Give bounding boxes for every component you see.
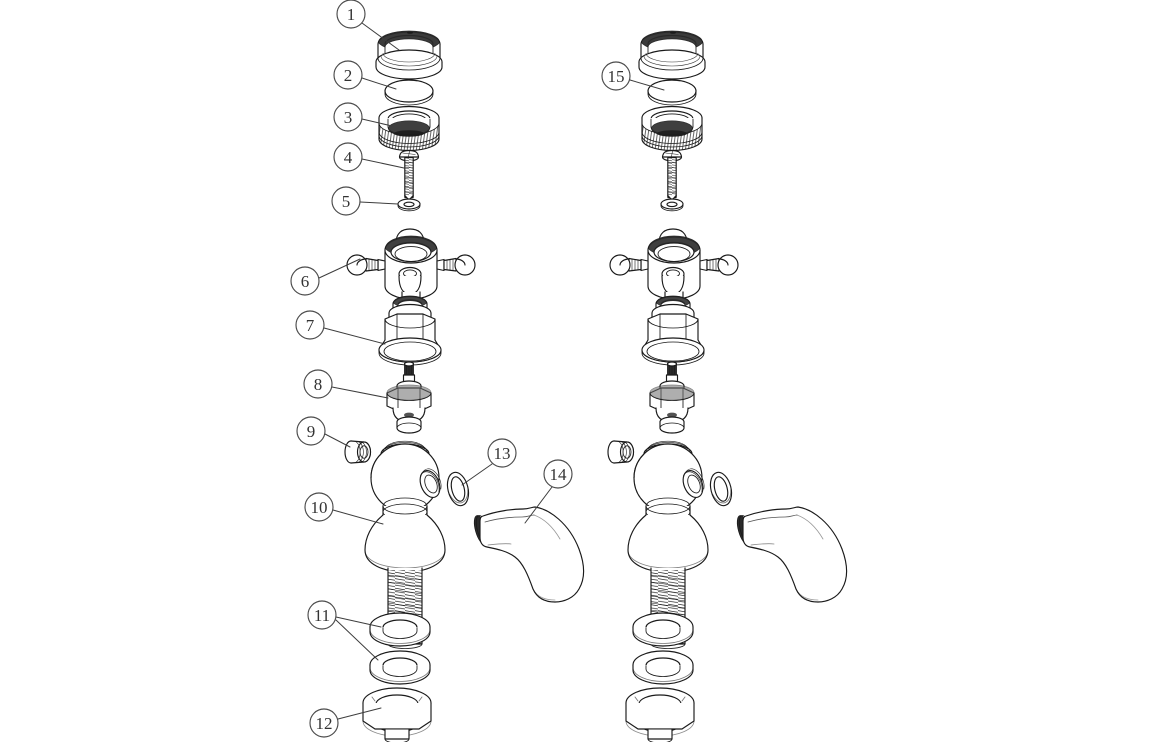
callout-10[interactable]: 10 [304, 492, 384, 525]
callout-circle-15[interactable] [601, 61, 631, 91]
callout-2[interactable]: 2 [333, 60, 397, 90]
part-shroud-bonnet-nut-left [378, 295, 442, 366]
callout-label-9: 9 [307, 422, 316, 441]
leader-line-5-1 [359, 201, 399, 205]
part-index-disc-right [647, 79, 697, 106]
leader-line-2-1 [361, 77, 397, 90]
callout-label-1: 1 [347, 5, 356, 24]
part-index-disc-left [384, 79, 434, 106]
callout-14[interactable]: 14 [524, 459, 573, 524]
callout-circle-7[interactable] [295, 310, 325, 340]
part-screw-washer-right [660, 198, 684, 212]
callout-13[interactable]: 13 [461, 438, 517, 486]
part-screw-washer-left [397, 198, 421, 212]
part-spout-left [471, 506, 585, 603]
leader-line-4-1 [361, 158, 405, 169]
left-tap-assembly [344, 30, 585, 742]
leader-line-3-1 [361, 118, 393, 127]
part-sealing-washer-right-lower [632, 650, 694, 685]
part-spout-o-ring-right [706, 469, 736, 509]
leader-line-15-1 [629, 79, 665, 91]
callout-3[interactable]: 3 [333, 102, 393, 132]
part-blanking-plug-right [607, 440, 635, 464]
leader-line-12-1 [337, 707, 382, 720]
callout-label-4: 4 [344, 148, 353, 167]
part-knurled-retaining-nut-left [378, 105, 440, 152]
part-spout-o-ring-left [443, 469, 473, 509]
part-sealing-washer-left-upper [369, 612, 431, 647]
part-headgear-screw-right [661, 149, 683, 201]
leader-line-10-1 [332, 509, 384, 525]
leader-line-14-1 [524, 486, 553, 524]
callout-label-14: 14 [550, 465, 568, 484]
part-blanking-plug-left [344, 440, 372, 464]
part-headgear-screw-left [398, 149, 420, 201]
callout-7[interactable]: 7 [295, 310, 386, 345]
callout-label-10: 10 [311, 498, 328, 517]
callout-12[interactable]: 12 [309, 707, 382, 738]
callout-label-12: 12 [316, 714, 333, 733]
callout-circle-4[interactable] [333, 142, 363, 172]
part-shroud-bonnet-nut-right [641, 295, 705, 366]
leader-line-8-1 [331, 386, 389, 399]
part-valve-cartridge-left [386, 361, 432, 434]
leader-line-11-1 [335, 616, 382, 628]
callout-6[interactable]: 6 [290, 258, 361, 296]
callout-label-8: 8 [314, 375, 323, 394]
part-spout-right [734, 506, 848, 603]
leader-line-7-1 [323, 327, 386, 345]
callout-8[interactable]: 8 [303, 369, 389, 399]
leader-line-13-1 [461, 463, 493, 486]
part-cover-cap-ring-left [375, 30, 443, 80]
callout-circle-9[interactable] [296, 416, 326, 446]
part-back-nut-right [625, 687, 695, 742]
leader-line-6-1 [318, 258, 361, 279]
part-back-nut-left [362, 687, 432, 742]
callout-11[interactable]: 11 [307, 600, 382, 661]
part-valve-cartridge-right [649, 361, 695, 434]
part-knurled-retaining-nut-right [641, 105, 703, 152]
callout-circle-2[interactable] [333, 60, 363, 90]
callout-label-7: 7 [306, 316, 315, 335]
callout-label-5: 5 [342, 192, 351, 211]
callout-5[interactable]: 5 [331, 186, 399, 216]
callout-label-13: 13 [494, 444, 511, 463]
callout-label-11: 11 [314, 606, 330, 625]
part-sealing-washer-left-lower [369, 650, 431, 685]
callout-circle-8[interactable] [303, 369, 333, 399]
callout-9[interactable]: 9 [296, 416, 351, 448]
callout-circle-12[interactable] [309, 708, 339, 738]
callout-circle-11[interactable] [307, 600, 337, 630]
callout-label-3: 3 [344, 108, 353, 127]
callout-circle-10[interactable] [304, 492, 334, 522]
leader-line-11-2 [335, 619, 379, 661]
leader-line-1-1 [361, 22, 400, 51]
callout-15[interactable]: 15 [601, 61, 665, 91]
callout-label-2: 2 [344, 66, 353, 85]
right-tap-assembly [607, 30, 848, 742]
part-cover-cap-ring-right [638, 30, 706, 80]
callout-circle-1[interactable] [336, 0, 366, 29]
callout-circle-14[interactable] [543, 459, 573, 489]
callout-label-15: 15 [608, 67, 625, 86]
leader-line-9-1 [324, 433, 351, 448]
callout-circle-13[interactable] [487, 438, 517, 468]
part-sealing-washer-right-upper [632, 612, 694, 647]
callout-circle-3[interactable] [333, 102, 363, 132]
callout-1[interactable]: 1 [336, 0, 400, 51]
callout-4[interactable]: 4 [333, 142, 405, 172]
callout-label-6: 6 [301, 272, 310, 291]
callout-circle-5[interactable] [331, 186, 361, 216]
callout-circle-6[interactable] [290, 266, 320, 296]
